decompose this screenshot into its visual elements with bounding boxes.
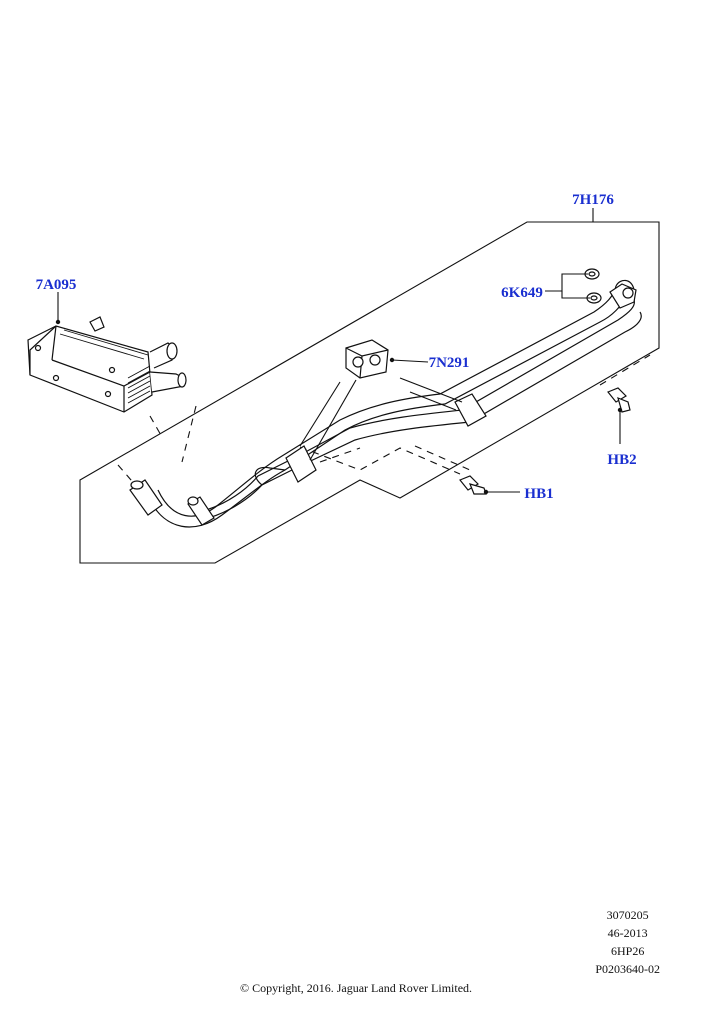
bolt-hb1-part	[459, 475, 487, 495]
diagram-info-block: 3070205 46-2013 6HP26 P0203640-02	[595, 906, 660, 978]
info-line-1: 3070205	[606, 908, 649, 922]
hidden-lines	[117, 354, 651, 489]
assembly-outline	[79, 221, 660, 564]
leader-dots	[55, 319, 623, 495]
info-line-3: 6HP26	[610, 944, 645, 958]
inline-clips	[285, 393, 487, 483]
callout-7a095[interactable]: 7A095	[36, 277, 77, 293]
callout-7h176[interactable]: 7H176	[572, 192, 614, 208]
copyright-notice: © Copyright, 2016. Jaguar Land Rover Lim…	[239, 981, 473, 995]
hose-clip-part	[345, 339, 389, 379]
callout-7n291[interactable]: 7N291	[429, 355, 470, 371]
info-line-4: P0203640-02	[595, 962, 660, 976]
oil-cooler-part	[27, 316, 187, 413]
info-line-2: 46-2013	[607, 926, 648, 940]
leader-lines	[57, 208, 621, 493]
callout-6k649[interactable]: 6K649	[501, 285, 543, 301]
callout-hb1[interactable]: HB1	[524, 486, 553, 502]
hose-end-fittings	[129, 283, 637, 526]
callout-hb2[interactable]: HB2	[607, 452, 636, 468]
hose-assembly-part	[149, 279, 642, 528]
